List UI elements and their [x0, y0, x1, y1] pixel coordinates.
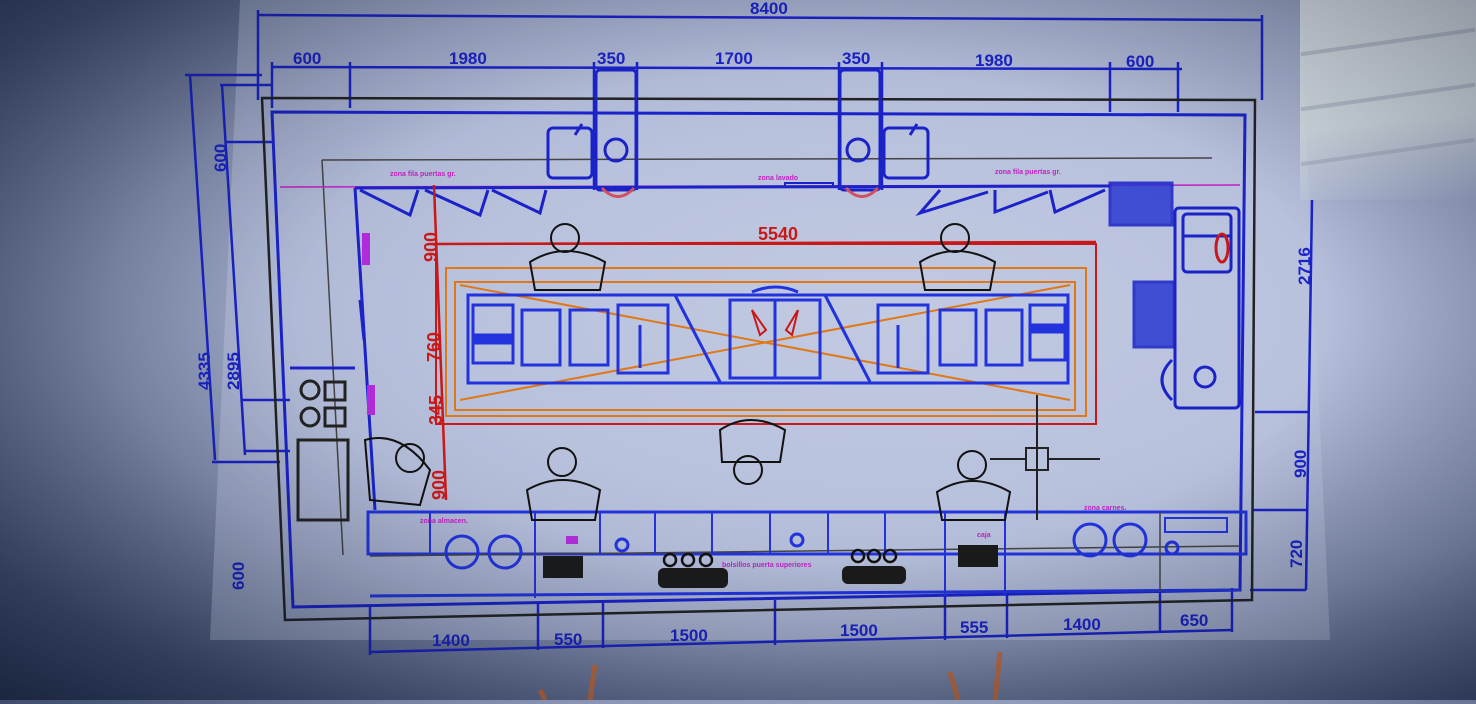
dim-right-middle: 900: [1291, 450, 1310, 478]
dim-bottom-seg-3: 1500: [670, 626, 708, 645]
dim-top-seg-2: 1980: [449, 49, 487, 68]
dim-top-seg-4: 1700: [715, 49, 753, 68]
dim-top-seg-7: 600: [1126, 52, 1154, 71]
dim-inner-depth: 2895: [224, 352, 243, 390]
zone-label-top-left: zona fila puertas gr.: [390, 171, 456, 178]
window-light-glare: [1300, 0, 1476, 200]
dim-bottom-seg-6: 1400: [1063, 615, 1101, 634]
dim-top-seg-6: 1980: [975, 51, 1013, 70]
dim-bottom-seg-4: 1500: [840, 621, 878, 640]
dim-bottom-seg-5: 555: [960, 618, 988, 637]
dim-island-depth: 760: [424, 332, 444, 362]
zone-label-cashier: caja: [977, 532, 991, 539]
dim-right-lower: 720: [1287, 540, 1306, 568]
dim-overall-depth: 4335: [195, 352, 214, 390]
dim-island-length: 5540: [758, 224, 798, 244]
dim-bottom-seg-1: 1400: [432, 631, 470, 650]
dim-island-clear-top: 900: [421, 232, 441, 262]
dim-left-bottom: 600: [229, 562, 248, 590]
zone-label-bottom-right: zona carnes.: [1084, 505, 1126, 512]
zone-label-bottom-center: bolsillos puerta superiores: [722, 562, 812, 569]
person-figure-7-foreground: [537, 651, 1003, 702]
dim-left-top: 600: [211, 144, 230, 172]
dim-top-seg-5: 350: [842, 49, 870, 68]
dim-bottom-seg-2: 550: [554, 630, 582, 649]
dim-top-seg-1: 600: [293, 49, 321, 68]
dim-island-clear-bottom: 900: [429, 470, 449, 500]
dim-right-upper: 2716: [1295, 247, 1314, 285]
zone-label-top-right: zona fila puertas gr.: [995, 169, 1061, 176]
dim-top-seg-3: 350: [597, 49, 625, 68]
zone-label-top-center: zona lavado: [758, 175, 798, 182]
dim-bottom-seg-7: 650: [1180, 611, 1208, 630]
dim-island-overhang: 345: [426, 395, 446, 425]
zone-label-bottom-left: zona almacen.: [420, 518, 468, 525]
dim-overall-width: 8400: [750, 0, 788, 18]
